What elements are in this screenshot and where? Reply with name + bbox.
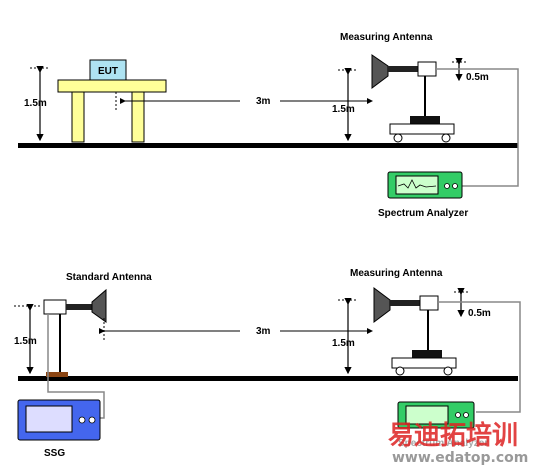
watermark: 易迪拓培训 www.edatop.com [388, 421, 528, 466]
bottom-distance-label: 3m [256, 326, 271, 337]
bottom-ssg-label: SSG [44, 448, 65, 459]
bottom-standard-height-label: 1.5m [14, 336, 37, 347]
bottom-antenna-offset-label: 0.5m [468, 308, 491, 319]
top-antenna-height-label: 1.5m [332, 104, 355, 115]
top-eut-label: EUT [98, 66, 118, 77]
top-measuring-antenna [371, 54, 455, 143]
bottom-distance-dimension [99, 318, 373, 342]
bottom-standard-antenna-title: Standard Antenna [66, 272, 152, 283]
bottom-antenna-title: Measuring Antenna [350, 268, 443, 279]
bottom-analyzer-label: Spectrum Analyzer [398, 438, 488, 449]
top-table-height-dimension [30, 66, 50, 142]
bottom-ground-line [18, 376, 518, 381]
bottom-antenna-height-label: 1.5m [332, 338, 355, 349]
bottom-ssg-cable [47, 314, 105, 419]
bottom-spectrum-analyzer [397, 401, 475, 429]
top-eut-box [89, 59, 127, 81]
top-analyzer-label: Spectrum Analyzer [378, 208, 468, 219]
bottom-antenna-height-dimension [338, 298, 358, 375]
bottom-standard-height-dimension [14, 304, 40, 375]
top-cable [436, 68, 519, 187]
top-antenna-height-dimension [338, 68, 358, 142]
top-antenna-offset-dimension [452, 58, 466, 82]
watermark-chinese: 易迪拓培训 [388, 421, 518, 451]
top-antenna-title: Measuring Antenna [340, 32, 433, 43]
watermark-url: www.edatop.com [392, 450, 528, 466]
top-setup: EUT 1.5m 3m Measuring Antenna 1.5m [18, 32, 519, 219]
top-spectrum-analyzer [387, 171, 463, 199]
top-table [57, 79, 167, 143]
top-table-height-label: 1.5m [24, 98, 47, 109]
bottom-setup: Standard Antenna 1.5m 3m Measuring Anten… [14, 268, 521, 459]
bottom-standard-antenna [43, 288, 107, 377]
top-ground-line [18, 143, 518, 148]
bottom-signal-generator [17, 399, 101, 441]
bottom-measuring-antenna [373, 287, 457, 376]
bottom-antenna-offset-dimension [454, 288, 468, 318]
top-antenna-offset-label: 0.5m [466, 72, 489, 83]
bottom-analyzer-cable [438, 301, 521, 413]
top-distance-label: 3m [256, 96, 271, 107]
